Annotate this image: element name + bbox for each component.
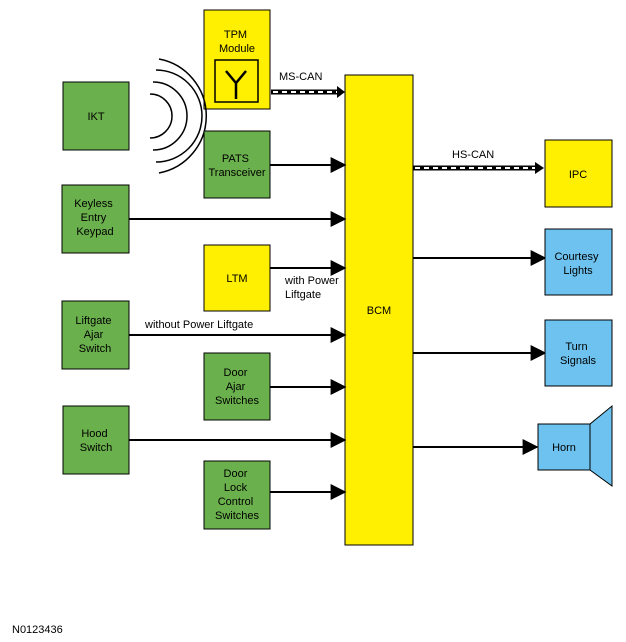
liftgate-ajar-switch-block: Liftgate Ajar Switch bbox=[61, 300, 130, 370]
ikt-block: IKT bbox=[62, 81, 130, 151]
wireless-signal-icon bbox=[149, 58, 208, 174]
horn-speaker-icon bbox=[589, 404, 613, 487]
turn-signals-label: Turn Signals bbox=[560, 341, 597, 367]
ipc-label: IPC bbox=[569, 169, 587, 181]
bcm-label: BCM bbox=[367, 305, 391, 317]
pats-transceiver-label: PATS Transceiver bbox=[208, 153, 265, 179]
hood-switch-label: Hood Switch bbox=[80, 428, 112, 454]
ltm-label: LTM bbox=[226, 273, 247, 285]
horn-label: Horn bbox=[552, 442, 576, 454]
courtesy-lights-label: Courtesy Lights bbox=[554, 251, 601, 277]
bcm-block: BCM bbox=[344, 74, 414, 546]
pats-transceiver-block: PATS Transceiver bbox=[203, 130, 271, 199]
ltm-block: LTM bbox=[203, 244, 271, 312]
ms-can-arrowhead bbox=[337, 86, 345, 98]
hs-can-arrowhead bbox=[535, 162, 544, 174]
with-power-liftgate-label: with Power Liftgate bbox=[284, 275, 342, 301]
antenna-icon bbox=[214, 59, 259, 103]
turn-signals-block: Turn Signals bbox=[544, 319, 613, 387]
keyless-entry-keypad-block: Keyless Entry Keypad bbox=[61, 184, 130, 254]
door-ajar-switches-label: Door Ajar Switches bbox=[215, 367, 260, 407]
door-ajar-switches-block: Door Ajar Switches bbox=[203, 352, 271, 421]
tpm-module-label: TPM Module bbox=[219, 29, 255, 55]
figure-id: N0123436 bbox=[12, 624, 63, 636]
hs-can-label: HS-CAN bbox=[452, 149, 494, 161]
keyless-entry-keypad-label: Keyless Entry Keypad bbox=[74, 198, 116, 238]
hood-switch-block: Hood Switch bbox=[62, 405, 130, 475]
ipc-block: IPC bbox=[544, 139, 613, 208]
tpm-module-block: TPM Module bbox=[203, 9, 271, 110]
liftgate-ajar-switch-label: Liftgate Ajar Switch bbox=[75, 315, 114, 355]
ms-can-label: MS-CAN bbox=[279, 71, 322, 83]
horn-block: Horn bbox=[537, 404, 613, 487]
ikt-label: IKT bbox=[87, 111, 104, 123]
courtesy-lights-block: Courtesy Lights bbox=[544, 228, 613, 296]
door-lock-control-switches-label: Door Lock Control Switches bbox=[215, 468, 260, 522]
without-power-liftgate-label: without Power Liftgate bbox=[144, 319, 253, 331]
door-lock-control-switches-block: Door Lock Control Switches bbox=[203, 460, 271, 530]
